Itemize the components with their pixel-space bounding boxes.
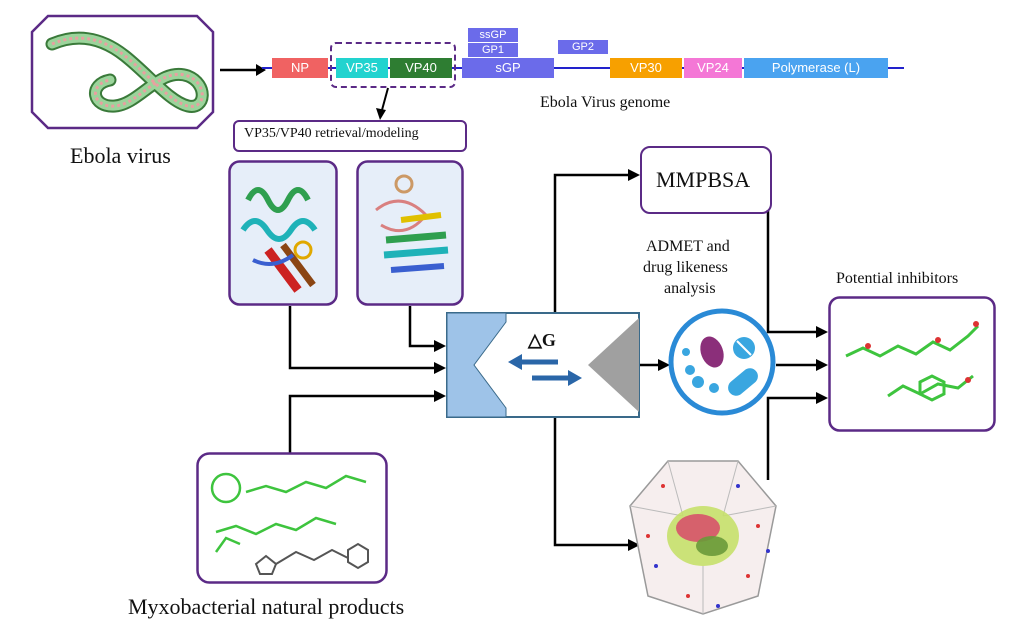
docking-box <box>446 312 640 418</box>
gene-gp1: GP1 <box>468 43 518 57</box>
retrieval-box <box>233 120 467 152</box>
inhibitor-molecule-icon <box>845 324 980 402</box>
vp40-protein-icon <box>375 174 449 273</box>
vp40-structure-box <box>356 160 464 306</box>
natural-product-molecules-icon <box>210 472 367 553</box>
admet-label-line2: drug likeness <box>643 259 728 276</box>
vp35-protein-icon <box>240 187 318 293</box>
ebola-virus-label: Ebola virus <box>70 143 171 168</box>
gene-vp40: VP40 <box>390 58 452 78</box>
retrieval-label: VP35/VP40 retrieval/modeling <box>244 126 419 141</box>
gene-np: NP <box>272 58 328 78</box>
gene-vp24: VP24 <box>684 58 742 78</box>
gene-polymerase: Polymerase (L) <box>744 58 888 78</box>
arrow-selection-to-retrieval <box>376 87 389 120</box>
potential-inhibitors-box <box>828 296 996 432</box>
gene-gp2: GP2 <box>558 40 608 54</box>
gene-sgp: sGP <box>462 58 554 78</box>
admet-label-line1: ADMET and <box>646 238 730 255</box>
arrow-virus-to-genome <box>220 64 266 76</box>
delta-g-label: △G <box>528 330 556 350</box>
genome-line <box>262 67 904 69</box>
gene-vp30: VP30 <box>610 58 682 78</box>
ligand-shape <box>588 318 639 412</box>
admet-pills-icon <box>668 308 776 416</box>
admet-label-line3: analysis <box>664 280 716 297</box>
gene-ssgp: ssGP <box>468 28 518 42</box>
receptor-shape <box>446 312 507 418</box>
myxobacterial-label: Myxobacterial natural products <box>128 594 405 619</box>
ebola-virus-box <box>30 14 215 130</box>
genome-label: Ebola Virus genome <box>540 94 671 111</box>
potential-inhibitors-label: Potential inhibitors <box>836 270 959 287</box>
mmpbsa-label: MMPBSA <box>656 167 751 192</box>
gene-vp35: VP35 <box>336 58 388 78</box>
md-simulation-icon <box>629 460 777 615</box>
myxobacterial-products-box <box>196 452 388 584</box>
vp35-vp40-selection <box>330 42 456 88</box>
mmpbsa-box <box>640 146 772 214</box>
vp35-structure-box <box>228 160 338 306</box>
